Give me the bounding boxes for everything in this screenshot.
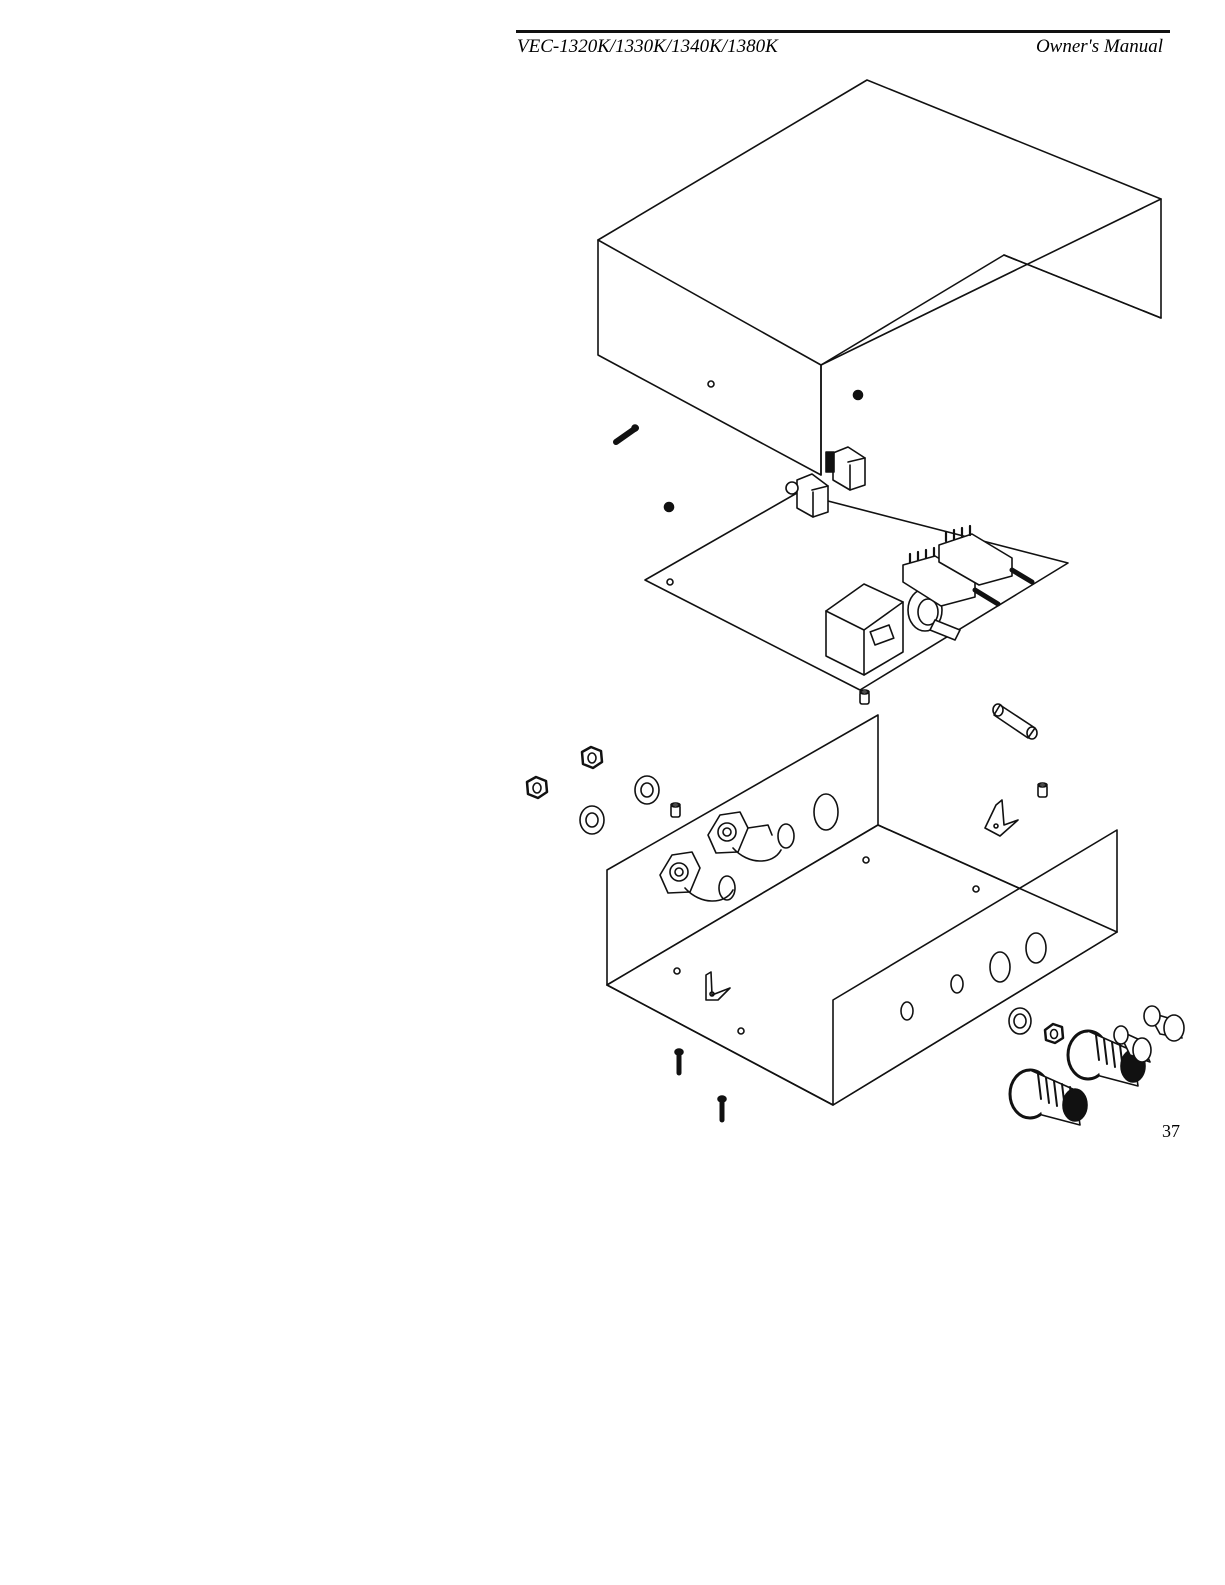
hex-nut bbox=[582, 747, 602, 768]
cover-screw bbox=[616, 425, 638, 442]
front-washer bbox=[1009, 1008, 1031, 1034]
bottom-screw bbox=[675, 1049, 683, 1073]
page-number: 37 bbox=[1162, 1121, 1180, 1142]
rear-jack bbox=[826, 447, 865, 490]
control-knob bbox=[1010, 1070, 1087, 1125]
hex-nut bbox=[527, 777, 547, 798]
circuit-board bbox=[645, 447, 1068, 690]
standoff bbox=[671, 803, 680, 817]
washer bbox=[635, 776, 659, 804]
rivet-dot bbox=[665, 503, 674, 512]
front-nut bbox=[1045, 1024, 1063, 1043]
top-cover bbox=[598, 80, 1161, 475]
bottom-screw bbox=[718, 1096, 726, 1120]
rivet-dot bbox=[854, 391, 863, 400]
standoff bbox=[1038, 783, 1047, 797]
washer bbox=[580, 806, 604, 834]
l-bracket bbox=[985, 800, 1018, 836]
bottom-chassis bbox=[607, 715, 1117, 1105]
long-spacer bbox=[993, 704, 1037, 739]
knob-cap bbox=[1144, 1006, 1184, 1041]
standoff bbox=[860, 690, 869, 704]
